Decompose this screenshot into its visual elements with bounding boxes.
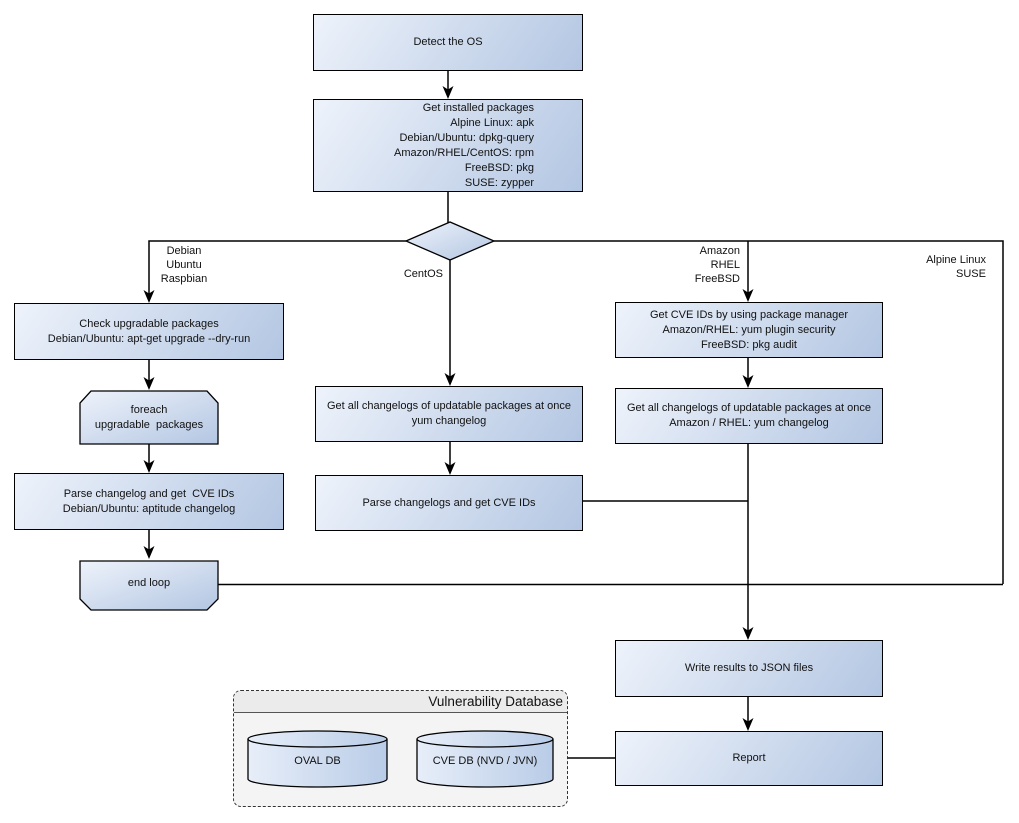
arrow-into-end-loop bbox=[143, 546, 155, 559]
node-write-results-json-label: Write results to JSON files bbox=[684, 662, 814, 674]
oval-db-cylinder bbox=[247, 730, 388, 788]
arrow-into-centos-changelogs bbox=[444, 373, 456, 386]
foreach-loop-shape bbox=[79, 390, 219, 445]
node-check-upgradable-packages-label: Check upgradable packages Debian/Ubuntu:… bbox=[47, 317, 251, 345]
end-loop-shape bbox=[79, 560, 219, 611]
node-write-results-json: Write results to JSON files bbox=[615, 640, 883, 697]
arrow-into-parse-changelog bbox=[143, 460, 155, 473]
os-decision-diamond bbox=[404, 221, 496, 261]
node-get-cve-ids-package-manager-label: Get CVE IDs by using package manager Ama… bbox=[649, 308, 849, 351]
branch-label-debian-ubuntu-raspbian: Debian Ubuntu Raspbian bbox=[160, 245, 208, 285]
node-parse-changelog: Parse changelog and get CVE IDs Debian/U… bbox=[14, 473, 284, 530]
node-get-changelogs-amazon-rhel: Get all changelogs of updatable packages… bbox=[615, 388, 883, 444]
node-parse-changelog-label: Parse changelog and get CVE IDs Debian/U… bbox=[62, 487, 236, 515]
vulnerability-database-title: Vulnerability Database bbox=[234, 691, 567, 713]
node-report: Report bbox=[615, 731, 883, 786]
branch-label-centos: CentOS bbox=[403, 268, 443, 280]
node-get-changelogs-amazon-rhel-label: Get all changelogs of updatable packages… bbox=[626, 402, 871, 429]
arrow-into-get-cve-ids bbox=[742, 289, 754, 302]
node-parse-changelogs-label: Parse changelogs and get CVE IDs bbox=[362, 496, 536, 509]
arrow-into-foreach bbox=[143, 377, 155, 390]
arrow-into-write-results bbox=[742, 627, 754, 640]
arrow-into-parse-changelogs bbox=[444, 462, 456, 475]
arrow-into-amazon-changelogs bbox=[742, 375, 754, 388]
node-get-changelogs-centos: Get all changelogs of updatable packages… bbox=[315, 386, 583, 442]
node-get-installed-packages-label: Get installed packages Alpine Linux: apk… bbox=[394, 101, 534, 189]
arrowheads bbox=[143, 86, 754, 731]
node-check-upgradable-packages: Check upgradable packages Debian/Ubuntu:… bbox=[14, 303, 284, 360]
node-get-cve-ids-package-manager: Get CVE IDs by using package manager Ama… bbox=[615, 302, 883, 358]
arrow-into-get-installed bbox=[442, 86, 454, 99]
connector-lines bbox=[148, 71, 1004, 759]
node-detect-os: Detect the OS bbox=[313, 14, 583, 71]
arrow-into-check-upgradable bbox=[143, 290, 155, 303]
branch-label-alpine-suse: Alpine Linux SUSE bbox=[926, 254, 986, 280]
arrow-into-report bbox=[742, 718, 754, 731]
node-get-changelogs-centos-label: Get all changelogs of updatable packages… bbox=[326, 400, 571, 427]
branch-label-amazon-rhel-freebsd: Amazon RHEL FreeBSD bbox=[694, 245, 740, 285]
cve-db-cylinder bbox=[416, 730, 554, 788]
node-get-installed-packages: Get installed packages Alpine Linux: apk… bbox=[313, 99, 583, 192]
node-detect-os-label: Detect the OS bbox=[413, 36, 483, 48]
node-parse-changelogs: Parse changelogs and get CVE IDs bbox=[315, 475, 583, 531]
node-report-label: Report bbox=[732, 752, 766, 764]
